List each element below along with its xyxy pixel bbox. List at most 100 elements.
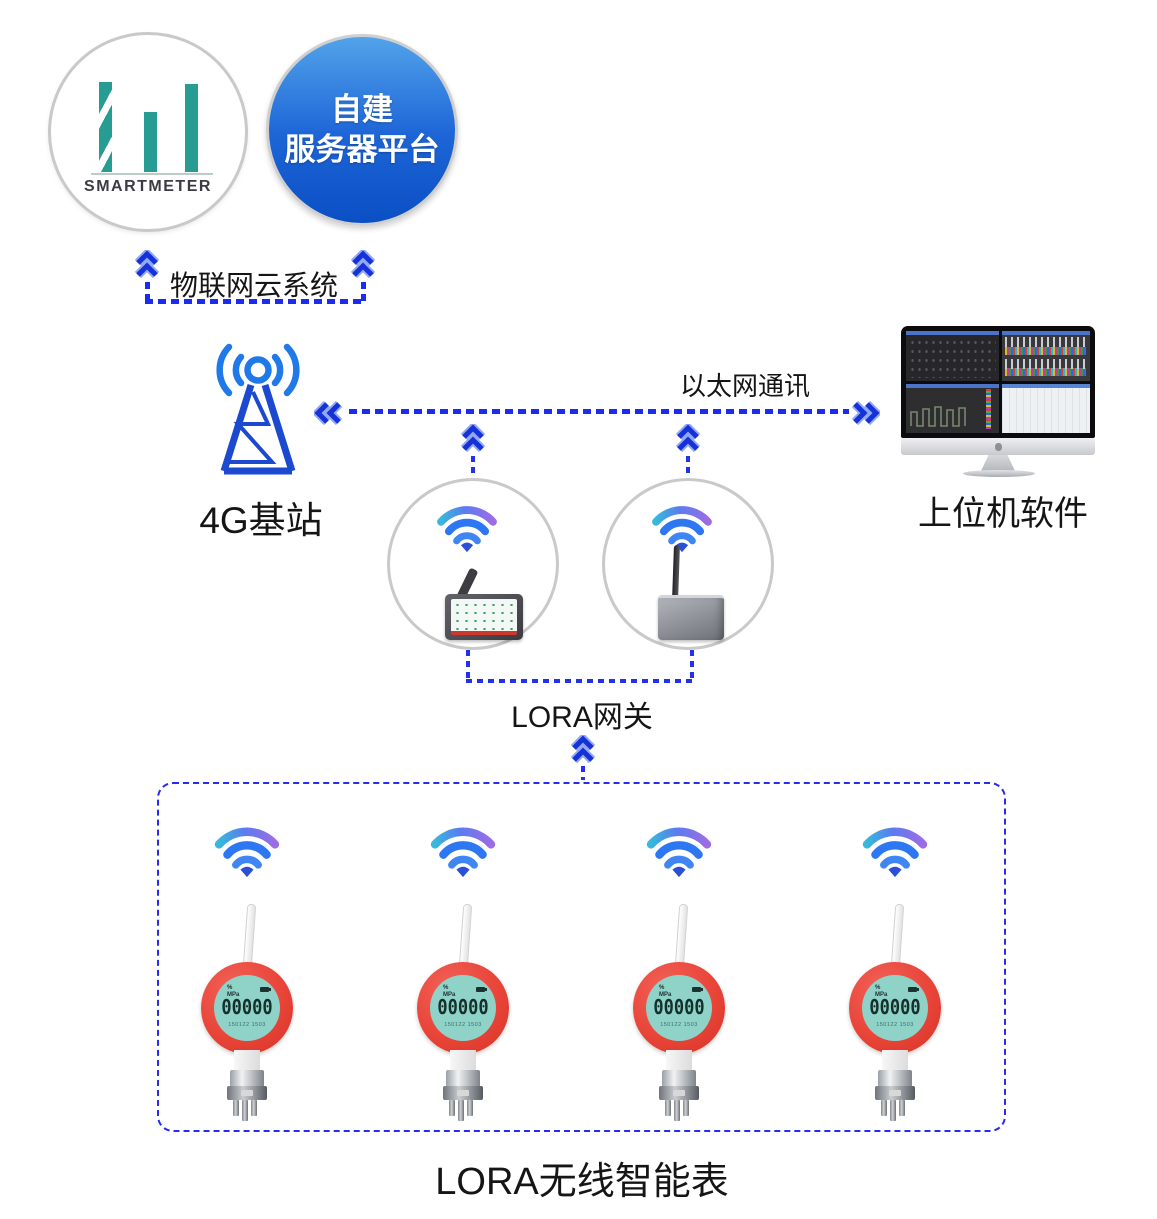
- monitor-chin: [901, 438, 1095, 455]
- meter-antenna: [458, 903, 473, 969]
- gateway-tablet-device: [445, 566, 523, 640]
- antenna-icon: [672, 544, 680, 602]
- dashed-connector: [466, 679, 694, 683]
- chevron-up-icon: [350, 250, 376, 279]
- server-platform-line2: 服务器平台: [284, 132, 440, 167]
- smart-meter: %MPa 00000 150122 1503: [843, 820, 947, 1122]
- chevron-up-icon: [134, 250, 160, 279]
- logo-underline: [91, 173, 213, 175]
- waveform-icon: [910, 405, 966, 427]
- 4g-tower-icon: [216, 343, 300, 475]
- dashed-connector: [361, 282, 366, 302]
- base-station-label: 4G基站: [199, 500, 323, 541]
- meter-lcd: %MPa 00000 150122 1503: [214, 975, 280, 1041]
- chevron-left-icon: [314, 400, 343, 426]
- dashed-connector: [686, 456, 690, 474]
- lora-gateway-label: LORA网关: [511, 701, 653, 734]
- self-built-server-circle: 自建 服务器平台: [266, 34, 458, 226]
- smartmeter-logo-icon: [99, 80, 203, 172]
- ethernet-label: 以太网通讯: [679, 371, 810, 401]
- monitor-app-panel: [1001, 383, 1090, 433]
- meter-lcd: %MPa 00000 150122 1503: [646, 975, 712, 1041]
- meter-antenna: [242, 903, 257, 969]
- chevron-right-icon: [851, 400, 880, 426]
- smart-meter: %MPa 00000 150122 1503: [195, 820, 299, 1122]
- device-body: [658, 595, 724, 640]
- meter-collar: [446, 1070, 480, 1087]
- lcd-value: 00000: [653, 996, 705, 1020]
- host-software-label: 上位机软件: [918, 495, 1088, 533]
- smartmeter-logo-text: SMARTMETER: [84, 178, 212, 195]
- lora-gateway-circle: [387, 478, 559, 650]
- lcd-value: 00000: [437, 996, 489, 1020]
- meter-collar: [230, 1070, 264, 1087]
- meter-neck: [234, 1050, 260, 1072]
- meter-hex-nut: [659, 1086, 699, 1100]
- logo-bar: [185, 84, 198, 172]
- meter-neck: [450, 1050, 476, 1072]
- meter-hex-nut: [443, 1086, 483, 1100]
- ethernet-dashed-line: [349, 409, 849, 414]
- meter-hex-nut: [875, 1086, 915, 1100]
- monitor-app-panel: [906, 383, 999, 433]
- lcd-unit-label: %MPa: [443, 985, 456, 998]
- lcd-sub-value: 150122 1503: [228, 1022, 266, 1029]
- wifi-icon: [646, 827, 712, 878]
- device-screen: [451, 599, 517, 635]
- dashed-connector: [466, 650, 470, 682]
- chevron-up-icon: [460, 424, 486, 453]
- meter-pins: [233, 1100, 257, 1121]
- lcd-value: 00000: [869, 996, 921, 1020]
- logo-bar: [99, 82, 112, 172]
- dashed-connector: [145, 299, 366, 304]
- meter-body: %MPa 00000 150122 1503: [849, 962, 941, 1054]
- meter-hex-nut: [227, 1086, 267, 1100]
- apple-logo-icon: [994, 442, 1002, 451]
- meter-body: %MPa 00000 150122 1503: [417, 962, 509, 1054]
- dashed-connector: [690, 650, 694, 682]
- lcd-unit-label: %MPa: [659, 985, 672, 998]
- logo-bar: [144, 112, 157, 172]
- lora-meter-group-box: [157, 782, 1006, 1132]
- server-platform-line1: 自建: [331, 91, 393, 127]
- chevron-up-icon: [675, 424, 701, 453]
- chevron-up-icon: [570, 735, 596, 764]
- device-body: [445, 594, 523, 640]
- wifi-icon: [862, 827, 928, 878]
- meter-pins: [881, 1100, 905, 1121]
- meter-collar: [662, 1070, 696, 1087]
- wifi-icon: [437, 506, 497, 553]
- lcd-unit-label: %MPa: [227, 985, 240, 998]
- meter-lcd: %MPa 00000 150122 1503: [430, 975, 496, 1041]
- battery-icon: [692, 987, 703, 992]
- battery-icon: [908, 987, 919, 992]
- host-computer-monitor: [901, 326, 1095, 438]
- meter-pins: [449, 1100, 473, 1121]
- lcd-sub-value: 150122 1503: [876, 1022, 914, 1029]
- lcd-value: 00000: [221, 996, 273, 1020]
- dashed-connector: [471, 456, 475, 474]
- meter-lcd: %MPa 00000 150122 1503: [862, 975, 928, 1041]
- meter-antenna: [674, 903, 689, 969]
- monitor-app-panel: [906, 331, 999, 381]
- gateway-box-device: [658, 544, 728, 640]
- meter-pins: [665, 1100, 689, 1121]
- smart-meter: %MPa 00000 150122 1503: [411, 820, 515, 1122]
- meter-antenna: [890, 903, 905, 969]
- monitor-app-panel: [1001, 331, 1090, 381]
- wifi-icon: [430, 827, 496, 878]
- battery-icon: [260, 987, 271, 992]
- lcd-sub-value: 150122 1503: [660, 1022, 698, 1029]
- iot-cloud-label: 物联网云系统: [169, 270, 338, 301]
- meter-group-label: LORA无线智能表: [435, 1161, 729, 1203]
- battery-icon: [476, 987, 487, 992]
- meter-body: %MPa 00000 150122 1503: [633, 962, 725, 1054]
- meter-body: %MPa 00000 150122 1503: [201, 962, 293, 1054]
- dashed-connector: [145, 282, 150, 302]
- wifi-icon: [652, 506, 712, 553]
- monitor-stand: [981, 455, 1015, 471]
- lora-gateway-circle: [602, 478, 774, 650]
- meter-collar: [878, 1070, 912, 1087]
- monitor-base: [963, 470, 1035, 477]
